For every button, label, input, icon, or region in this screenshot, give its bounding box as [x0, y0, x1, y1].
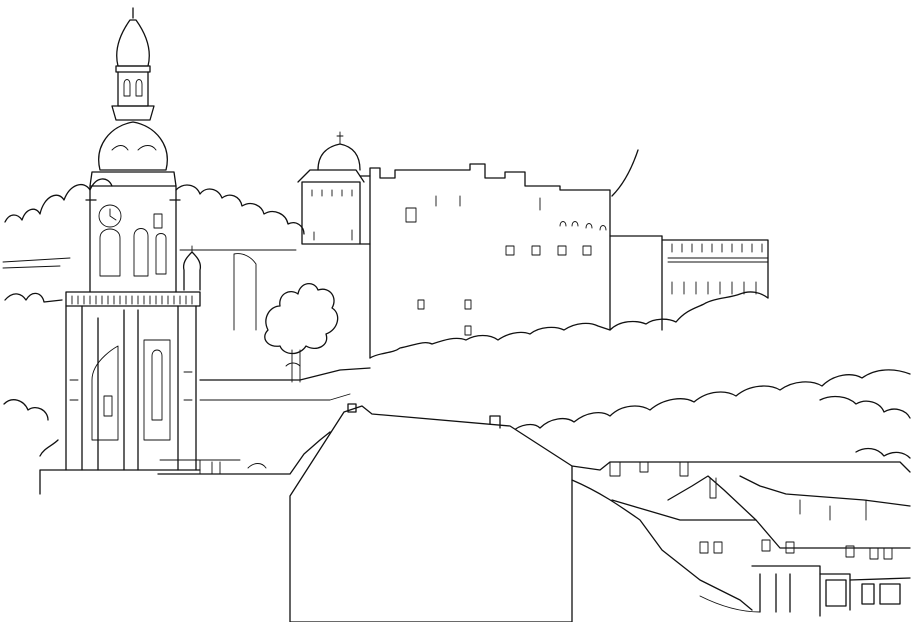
- background-treeline-left: [2, 178, 305, 303]
- ridge-lines: [179, 249, 371, 401]
- fortress: [297, 131, 769, 359]
- midground-treeline-right: [511, 369, 911, 459]
- church-tower: [3, 7, 202, 495]
- foreground-roofs: [157, 403, 573, 622]
- small-tree: [264, 283, 339, 383]
- right-houses: [571, 461, 911, 617]
- clock-icon: [98, 204, 122, 228]
